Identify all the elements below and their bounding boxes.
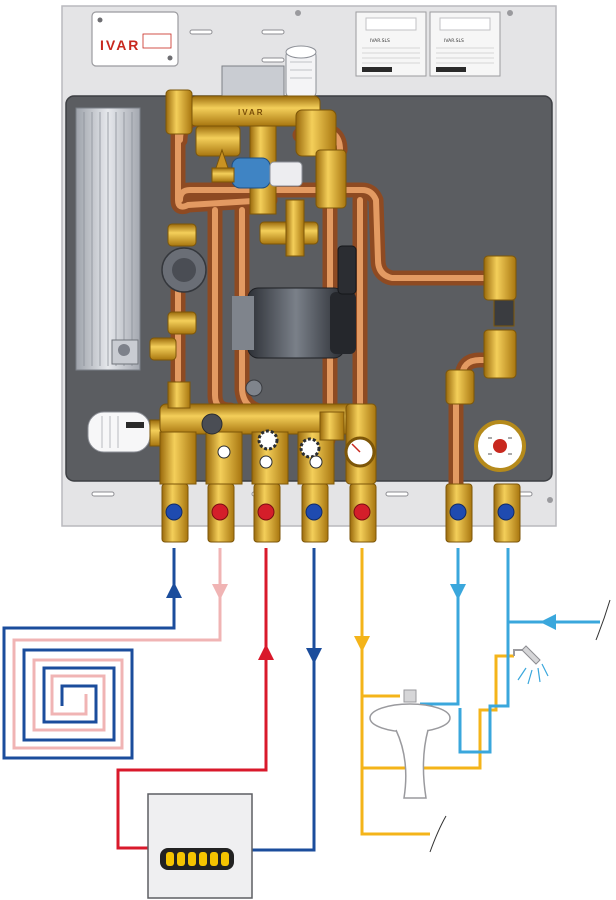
radiator-icon: [147, 793, 253, 899]
pipe-break-marks: [429, 599, 611, 853]
ball-valve: [301, 483, 329, 543]
domestic-hot-water-circuit: [360, 548, 514, 836]
screw: [295, 10, 301, 16]
thermostatic-mixing-valve: [211, 148, 303, 189]
ball-valve: [493, 483, 521, 543]
brand-plate: IVAR: [91, 11, 179, 67]
screw: [97, 17, 103, 23]
screw: [167, 55, 173, 61]
floor-heating-circuit: [2, 548, 222, 760]
ball-valve: [349, 483, 377, 543]
screw: [547, 497, 553, 503]
pressure-gauge-icon: [344, 436, 376, 468]
circulator-pump: [232, 245, 357, 397]
washbasin-icon: [369, 689, 451, 799]
plate-heat-exchanger: [75, 107, 141, 371]
ball-valve: [207, 483, 235, 543]
screw: [507, 10, 513, 16]
brand-logo: IVAR: [100, 37, 140, 53]
info-label-left-title: IVAR.SLS: [370, 38, 390, 44]
ball-valve: [161, 483, 189, 543]
flow-arrow-icon: [166, 582, 556, 664]
secondary-circulator: [161, 247, 207, 293]
ball-valve: [445, 483, 473, 543]
info-label-right-title: IVAR.SLS: [444, 38, 464, 44]
ball-valves: [161, 483, 521, 543]
ball-valve: [253, 483, 281, 543]
shower-head-icon: [513, 645, 549, 685]
info-label-right: IVAR.SLS: [429, 11, 501, 77]
flow-meters: [201, 413, 323, 469]
valve-block-logo: IVAR: [238, 108, 265, 117]
brass-valve-block: [149, 89, 517, 405]
water-meter: [474, 420, 526, 472]
motorized-valve: [221, 45, 317, 99]
info-label-left: IVAR.SLS: [355, 11, 427, 77]
